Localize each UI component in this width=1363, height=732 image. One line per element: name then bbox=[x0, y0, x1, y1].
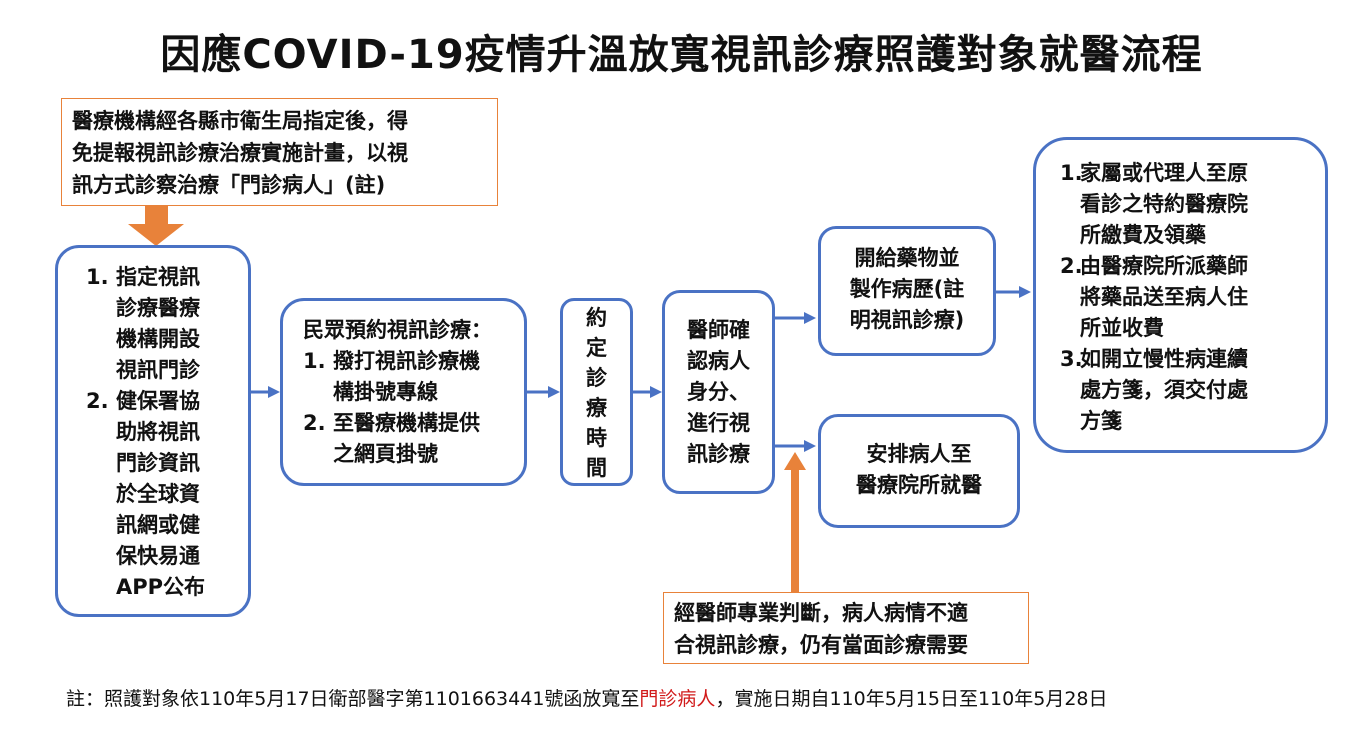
item-line: 至醫療機構提供 bbox=[333, 411, 480, 435]
item-number: 2. bbox=[1060, 254, 1083, 278]
box4-line: 身分、 bbox=[687, 380, 750, 404]
item-line: 視訊門診 bbox=[116, 358, 200, 382]
box5-line: 開給藥物並 bbox=[854, 246, 960, 270]
item-line: 構掛號專線 bbox=[333, 380, 438, 404]
list-item: 1. 撥打視訊診療機 構掛號專線 bbox=[303, 346, 518, 408]
box4-line: 訊診療 bbox=[687, 442, 750, 466]
box-designated-clinics: 1. 指定視訊 診療醫療 機構開設 視訊門診 2. 健保署協 助將視訊 門診資訊… bbox=[55, 245, 251, 617]
bottom-note-line: 合視訊診療，仍有當面診療需要 bbox=[674, 633, 968, 657]
box6-line: 醫療院所就醫 bbox=[856, 473, 982, 497]
item-line: 如開立慢性病連續 bbox=[1080, 347, 1248, 371]
item-line: 助將視訊 bbox=[116, 420, 200, 444]
box5-line: 明視訊診療) bbox=[849, 308, 965, 332]
top-note: 醫療機構經各縣市衛生局指定後，得 免提報視訊診療治療實施計畫，以視 訊方式診察治… bbox=[61, 98, 498, 206]
box4-line: 醫師確 bbox=[687, 318, 750, 342]
footnote-highlight: 門診病人 bbox=[639, 688, 716, 710]
item-line: 訊網或健 bbox=[116, 513, 200, 537]
item-line: 門診資訊 bbox=[116, 451, 200, 475]
item-line: 將藥品送至病人住 bbox=[1080, 285, 1248, 309]
item-line: 指定視訊 bbox=[116, 265, 200, 289]
item-line: 撥打視訊診療機 bbox=[333, 349, 480, 373]
vertical-char: 療 bbox=[586, 396, 607, 420]
item-line: 機構開設 bbox=[116, 327, 200, 351]
vertical-char: 間 bbox=[586, 456, 607, 480]
item-line: APP公布 bbox=[116, 575, 206, 599]
footnote-text: 註：照護對象依110年5月17日衛部醫字第1101663441號函放寬至 bbox=[66, 688, 640, 710]
item-line: 由醫療院所派藥師 bbox=[1080, 254, 1248, 278]
item-number: 1. bbox=[1060, 161, 1083, 185]
list-item: 2. 健保署協 助將視訊 門診資訊 於全球資 訊網或健 保快易通 APP公布 bbox=[86, 386, 240, 603]
item-line: 之網頁掛號 bbox=[333, 442, 438, 466]
vertical-char: 時 bbox=[586, 426, 607, 450]
footnote-text-end: ，實施日期自110年5月15日至110年5月28日 bbox=[715, 688, 1108, 710]
page-title: 因應COVID-19疫情升溫放寬視訊診療照護對象就醫流程 bbox=[160, 32, 1203, 78]
box4-line: 認病人 bbox=[687, 349, 750, 373]
list-item: 2. 由醫療院所派藥師 將藥品送至病人住 所並收費 bbox=[1060, 251, 1315, 344]
item-number: 1. bbox=[303, 349, 326, 373]
box5-line: 製作病歷(註 bbox=[849, 277, 965, 301]
footnote: 註：照護對象依110年5月17日衛部醫字第1101663441號函放寬至門診病人… bbox=[66, 684, 1108, 711]
box-physician-verify: 醫師確 認病人 身分、 進行視 訊診療 bbox=[662, 290, 775, 494]
item-line: 保快易通 bbox=[116, 544, 200, 568]
orange-up-arrow-shaft bbox=[791, 468, 799, 592]
item-number: 2. bbox=[303, 411, 326, 435]
box-in-person-visit: 安排病人至 醫療院所就醫 bbox=[818, 414, 1020, 528]
vertical-char: 定 bbox=[586, 336, 607, 360]
item-line: 方箋 bbox=[1080, 409, 1122, 433]
item-line: 於全球資 bbox=[116, 482, 200, 506]
bottom-note: 經醫師專業判斷，病人病情不適 合視訊診療，仍有當面診療需要 bbox=[663, 592, 1029, 664]
item-line: 所並收費 bbox=[1080, 316, 1164, 340]
item-line: 診療醫療 bbox=[116, 296, 200, 320]
list-item: 3. 如開立慢性病連續 處方箋，須交付處 方箋 bbox=[1060, 344, 1315, 437]
item-line: 看診之特約醫療院 bbox=[1080, 192, 1248, 216]
top-note-line: 免提報視訊診療治療實施計畫，以視 bbox=[72, 141, 408, 165]
box2-heading: 民眾預約視訊診療： bbox=[303, 318, 492, 342]
item-number: 1. bbox=[86, 265, 109, 289]
item-line: 家屬或代理人至原 bbox=[1080, 161, 1248, 185]
box4-line: 進行視 bbox=[687, 411, 750, 435]
box-appointment: 民眾預約視訊診療： 1. 撥打視訊診療機 構掛號專線 2. 至醫療機構提供 之網… bbox=[280, 298, 527, 486]
list-item: 1. 指定視訊 診療醫療 機構開設 視訊門診 bbox=[86, 262, 240, 386]
item-line: 處方箋，須交付處 bbox=[1080, 378, 1248, 402]
top-note-line: 醫療機構經各縣市衛生局指定後，得 bbox=[72, 109, 408, 133]
vertical-char: 診 bbox=[586, 366, 607, 390]
orange-down-arrow bbox=[128, 206, 184, 246]
item-line: 健保署協 bbox=[116, 389, 200, 413]
item-number: 2. bbox=[86, 389, 109, 413]
vertical-char: 約 bbox=[586, 306, 607, 330]
box-medication-delivery: 1. 家屬或代理人至原 看診之特約醫療院 所繳費及領藥 2. 由醫療院所派藥師 … bbox=[1033, 137, 1328, 453]
bottom-note-line: 經醫師專業判斷，病人病情不適 bbox=[674, 601, 968, 625]
item-line: 所繳費及領藥 bbox=[1080, 223, 1206, 247]
item-number: 3. bbox=[1060, 347, 1083, 371]
top-note-line: 訊方式診察治療「門診病人」(註) bbox=[72, 173, 386, 197]
box6-line: 安排病人至 bbox=[866, 442, 972, 466]
list-item: 1. 家屬或代理人至原 看診之特約醫療院 所繳費及領藥 bbox=[1060, 158, 1315, 251]
box-prescription: 開給藥物並 製作病歷(註 明視訊診療) bbox=[818, 226, 996, 356]
orange-up-arrow-head bbox=[784, 452, 806, 470]
list-item: 2. 至醫療機構提供 之網頁掛號 bbox=[303, 408, 518, 470]
box-schedule-time: 約 定 診 療 時 間 bbox=[560, 298, 633, 486]
